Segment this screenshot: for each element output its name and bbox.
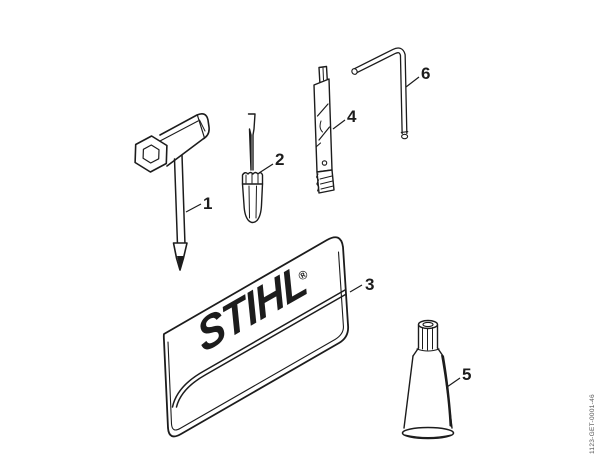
hex-key-illustration [351, 47, 409, 140]
part-label-5: 5 [462, 365, 471, 384]
leader-line-1 [185, 203, 202, 213]
part-label-6: 6 [421, 64, 430, 83]
drawing-number: 1123-GET-0001-46 [589, 394, 596, 454]
leader-line-6 [405, 76, 420, 88]
part-label-4: 4 [347, 107, 357, 126]
grease-tube-illustration [401, 319, 455, 440]
part-label-1: 1 [203, 194, 212, 213]
tool-bag-illustration [162, 236, 350, 438]
part-label-2: 2 [275, 150, 284, 169]
screwdriver-illustration [241, 113, 264, 224]
leader-line-4 [332, 119, 346, 130]
leader-line-3 [349, 284, 363, 293]
leader-line-5 [446, 377, 461, 388]
leader-line-2 [258, 163, 274, 174]
part-label-3: 3 [365, 275, 374, 294]
socket-wrench-illustration [134, 113, 210, 271]
filing-gauge-illustration [313, 65, 335, 194]
